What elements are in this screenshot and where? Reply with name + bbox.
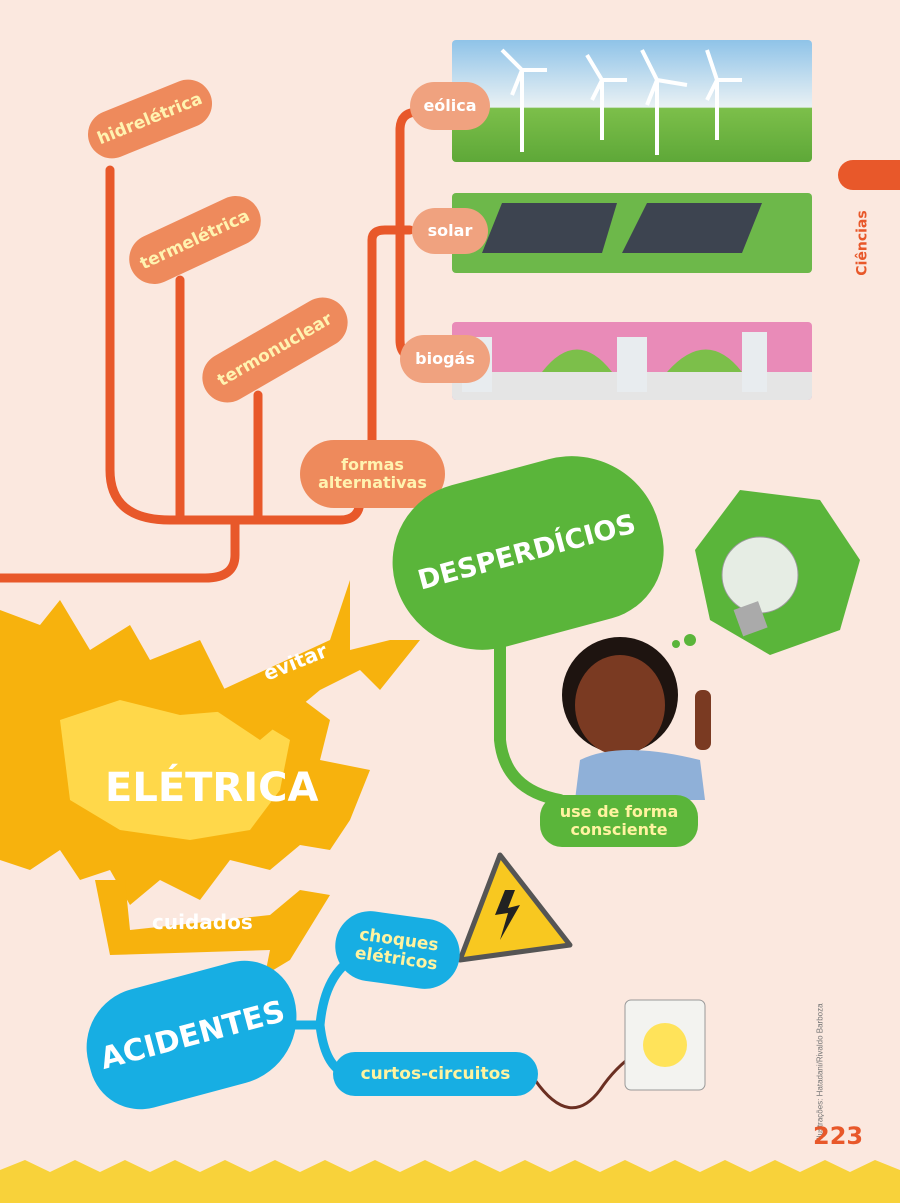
wind-turbines-illustration	[452, 40, 812, 162]
cuidados-arrow	[95, 880, 330, 975]
biogas-plant-illustration	[452, 322, 812, 400]
node-formas-alternativas: formas alternativas	[300, 440, 445, 508]
bottom-zigzag	[0, 1160, 900, 1203]
node-use-consciente: use de forma consciente	[540, 795, 698, 847]
evitar-arrow	[200, 580, 420, 740]
node-solar: solar	[412, 208, 488, 254]
solar-panels-illustration	[452, 193, 812, 273]
node-curtos-circuitos: curtos-circuitos	[333, 1052, 538, 1096]
lightbulb-icon	[721, 536, 799, 614]
page-number: 223	[813, 1122, 864, 1150]
illustration-credit: Ilustrações: Hatadani/Rivaldo Barboza	[815, 1003, 825, 1140]
link-cuidados: cuidados	[152, 910, 253, 934]
side-tab-label: Ciências	[854, 210, 871, 276]
side-tab	[838, 160, 900, 190]
node-eolica: eólica	[410, 82, 490, 130]
node-biogas: biogás	[400, 335, 490, 383]
center-title: ELÉTRICA	[105, 765, 319, 811]
